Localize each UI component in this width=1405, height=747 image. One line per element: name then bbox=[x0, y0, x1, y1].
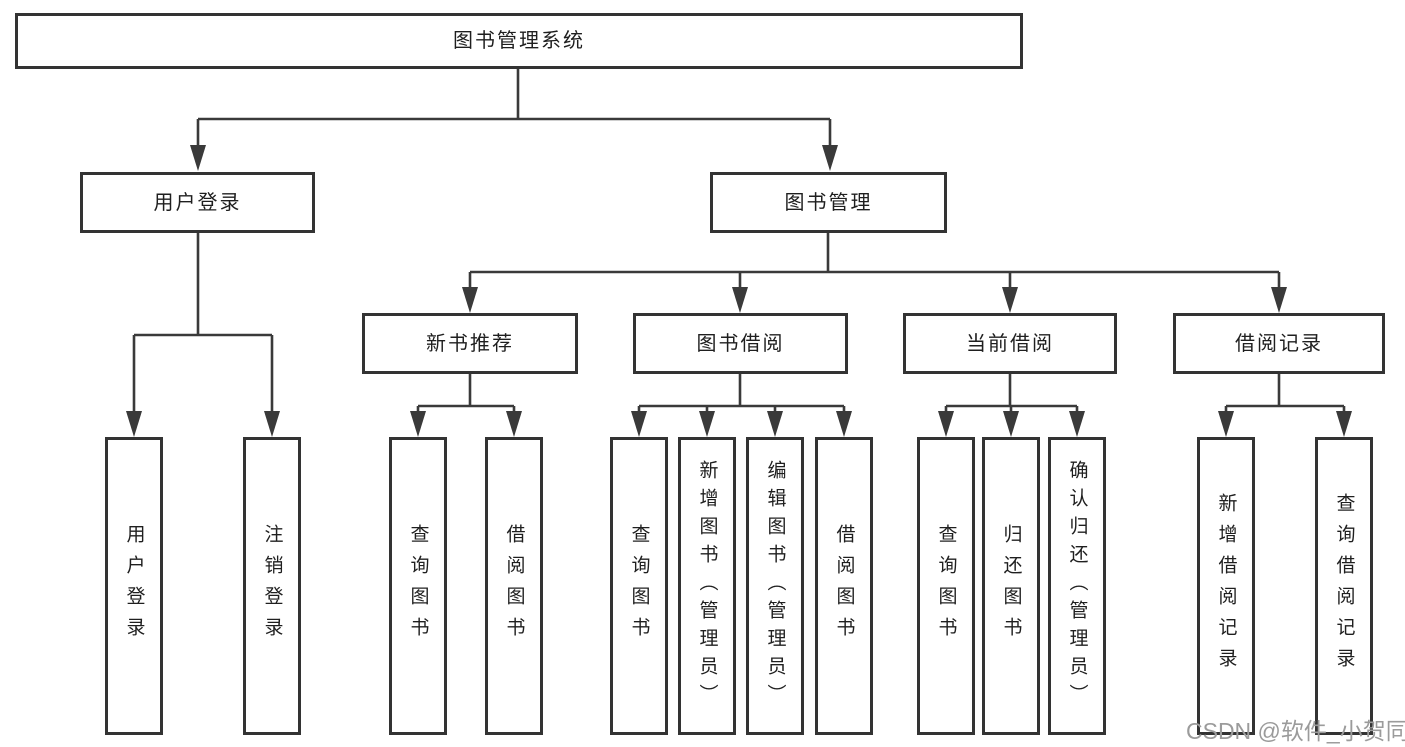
leaf-query-books-current: 查询图书 bbox=[917, 437, 975, 735]
connector-book-borrow-children bbox=[631, 374, 852, 437]
leaf-user-login: 用户登录 bbox=[105, 437, 163, 735]
connector-current-borrow-children bbox=[938, 374, 1085, 437]
node-current-borrowing: 当前借阅 bbox=[903, 313, 1117, 374]
node-book-management: 图书管理 bbox=[710, 172, 947, 233]
leaf-add-borrow-record: 新增借阅记录 bbox=[1197, 437, 1255, 735]
leaf-query-books-recommend: 查询图书 bbox=[389, 437, 447, 735]
connector-borrow-record-children bbox=[1218, 374, 1352, 437]
node-root-system: 图书管理系统 bbox=[15, 13, 1023, 69]
node-user-login: 用户登录 bbox=[80, 172, 315, 233]
connector-root-to-level1 bbox=[190, 69, 838, 171]
leaf-return-books: 归还图书 bbox=[982, 437, 1040, 735]
node-book-borrowing: 图书借阅 bbox=[633, 313, 848, 374]
leaf-edit-books-admin: 编辑图书（管理员） bbox=[746, 437, 804, 735]
node-new-book-recommend: 新书推荐 bbox=[362, 313, 578, 374]
leaf-add-books-admin: 新增图书（管理员） bbox=[678, 437, 736, 735]
node-borrow-records: 借阅记录 bbox=[1173, 313, 1385, 374]
leaf-borrow-books-borrowing: 借阅图书 bbox=[815, 437, 873, 735]
leaf-logout: 注销登录 bbox=[243, 437, 301, 735]
connector-new-book-children bbox=[410, 374, 522, 437]
leaf-query-books-borrowing: 查询图书 bbox=[610, 437, 668, 735]
leaf-confirm-return-admin: 确认归还（管理员） bbox=[1048, 437, 1106, 735]
csdn-watermark: CSDN @软件_小贺同学 bbox=[1186, 718, 1405, 744]
leaf-borrow-books-recommend: 借阅图书 bbox=[485, 437, 543, 735]
leaf-query-borrow-record: 查询借阅记录 bbox=[1315, 437, 1373, 735]
connector-user-login-children bbox=[126, 233, 280, 437]
connector-book-management-children bbox=[462, 233, 1287, 313]
